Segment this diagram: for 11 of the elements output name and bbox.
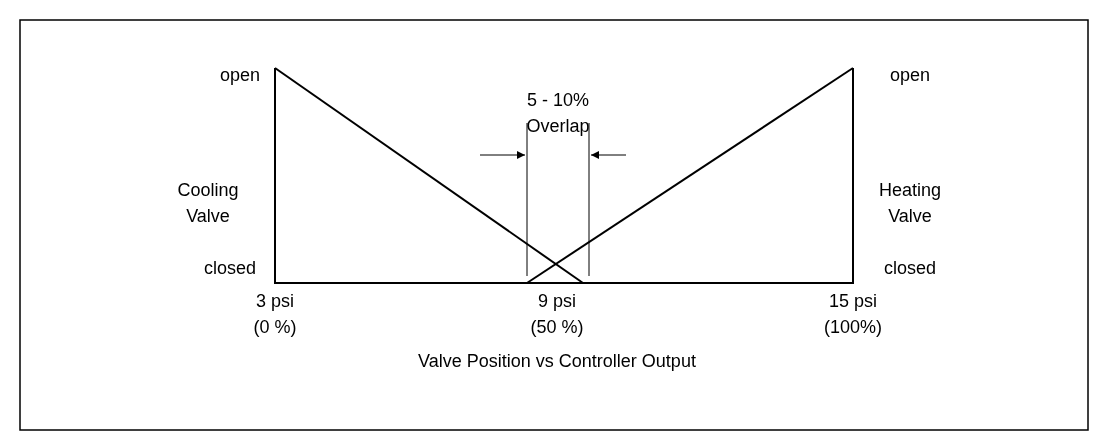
position-label: open <box>218 64 261 87</box>
axis-tick-label: 9 psi (50 %) <box>529 290 585 339</box>
position-label: closed <box>203 257 257 280</box>
valve-label: Heating Valve <box>877 179 942 228</box>
position-label: open <box>888 64 931 87</box>
chart-caption: Valve Position vs Controller Output <box>417 350 697 373</box>
dimension-label: 5 - 10% Overlap <box>525 89 591 138</box>
position-label: closed <box>883 257 937 280</box>
valve-label: Cooling Valve <box>176 179 240 228</box>
axis-tick-label: 15 psi (100%) <box>823 290 883 339</box>
axis-tick-label: 3 psi (0 %) <box>252 290 298 339</box>
